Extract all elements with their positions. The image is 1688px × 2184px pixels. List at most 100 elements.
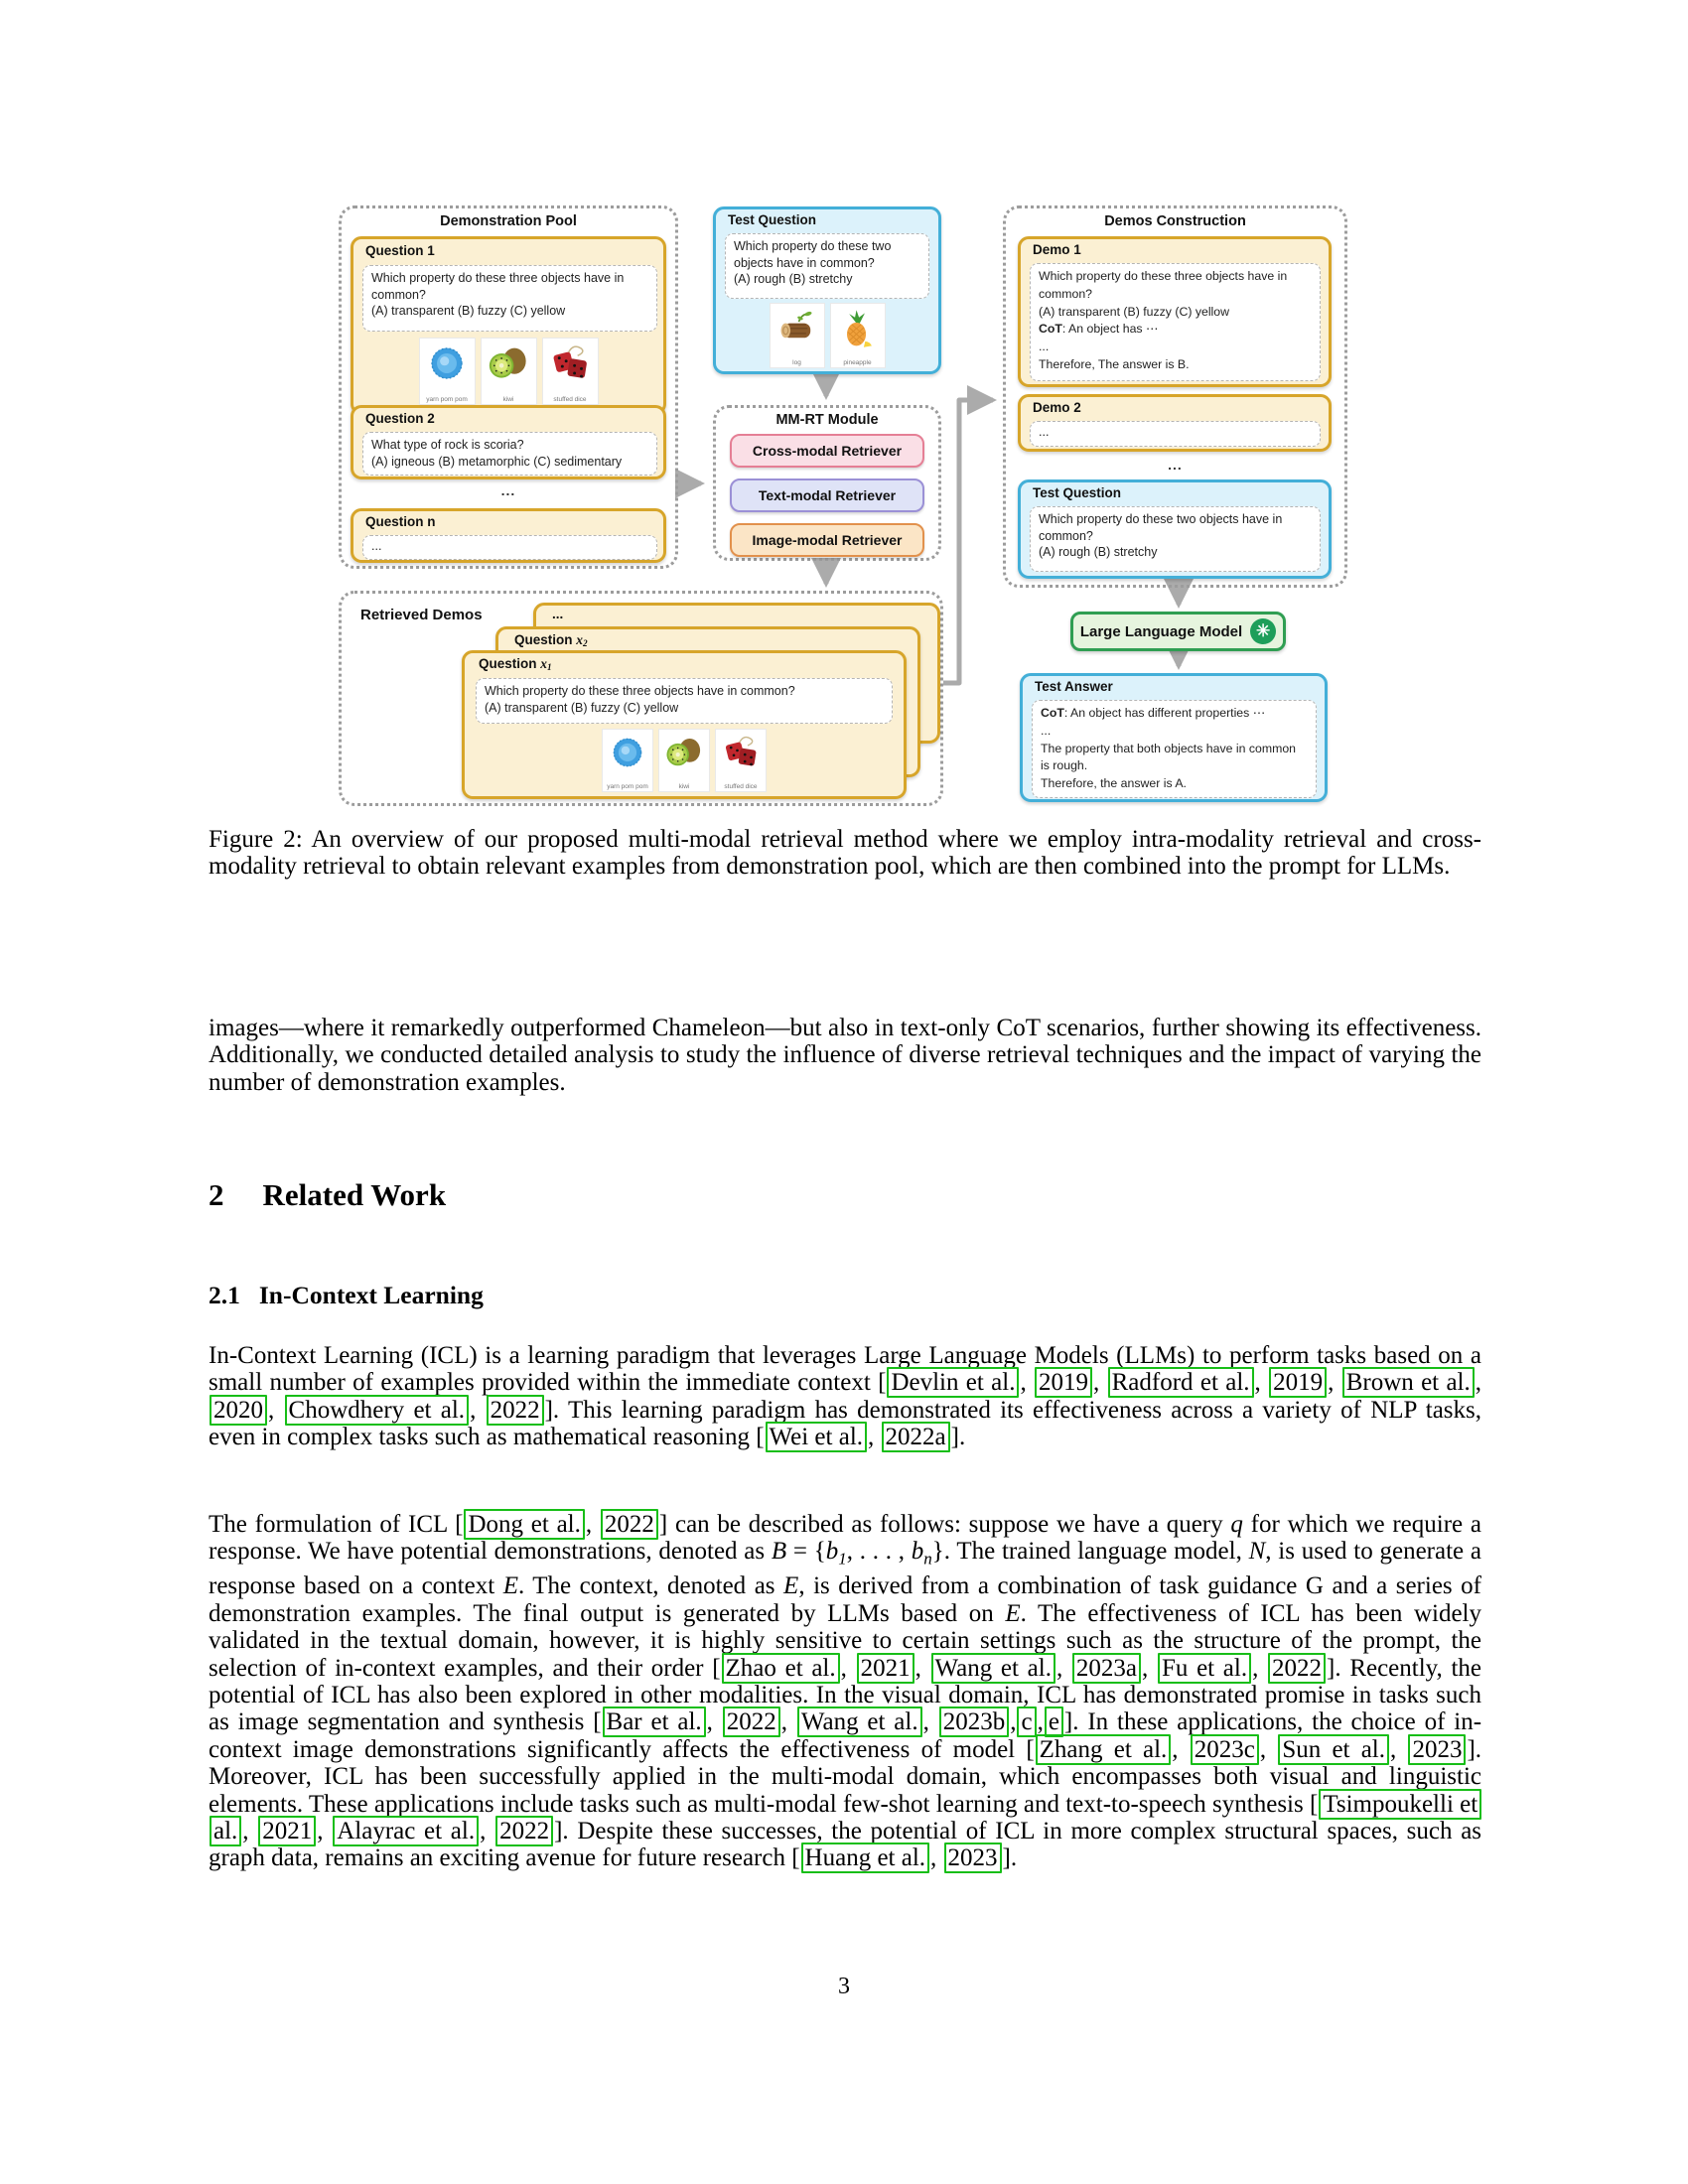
- text-segment: ,: [1389, 1735, 1408, 1763]
- text-segment: ,: [317, 1817, 333, 1844]
- text-line: (A) transparent (B) fuzzy (C) yellow: [1039, 304, 1312, 322]
- citation-link[interactable]: Radford et al.: [1107, 1367, 1254, 1399]
- text-segment: ,: [1142, 1654, 1157, 1682]
- demos-construction-title: Demos Construction: [1104, 213, 1246, 229]
- citation-link[interactable]: c: [1017, 1706, 1037, 1738]
- citation-link[interactable]: Bar et al.: [602, 1706, 706, 1738]
- question-2-card: Question 2 What type of rock is scoria? …: [351, 405, 666, 479]
- text-segment: ,: [930, 1844, 943, 1872]
- test-question-top-images: log pineapple: [716, 303, 938, 368]
- citation-link[interactable]: Wei et al.: [765, 1422, 868, 1453]
- text-segment: ,: [1037, 1708, 1044, 1736]
- figure-2-diagram: Demonstration Pool Question 1 Which prop…: [0, 0, 1688, 854]
- text-segment: images—where it remarkedly outperformed …: [209, 1015, 1481, 1096]
- question-1-card: Question 1 Which property do these three…: [351, 236, 666, 415]
- text-segment: Therefore, The answer is B.: [1039, 357, 1190, 372]
- image-card: stuffed dice: [541, 338, 599, 405]
- image-caption: stuffed dice: [553, 395, 587, 403]
- text-segment: ]. This learning paradigm has demonstrat…: [209, 1396, 1482, 1451]
- citation-link[interactable]: 2023c: [1190, 1733, 1259, 1765]
- citation-link[interactable]: 2021: [258, 1815, 317, 1846]
- text-segment: ...: [1039, 340, 1050, 354]
- citation-link[interactable]: Fu et al.: [1157, 1652, 1252, 1684]
- citation-link[interactable]: 2023a: [1071, 1652, 1142, 1684]
- citation-link[interactable]: Alayrac et al.: [333, 1815, 480, 1846]
- test-question-right-label: Test Question: [1033, 485, 1122, 500]
- text-segment: = {: [786, 1538, 826, 1566]
- text-segment: CoT: [1039, 322, 1062, 337]
- citation-link[interactable]: 2021: [856, 1652, 914, 1684]
- construction-ellipsis: ...: [1168, 457, 1183, 473]
- question-n-text: ...: [362, 535, 657, 560]
- citation-link[interactable]: Brown et al.: [1341, 1367, 1475, 1399]
- retrieved-card-front: Question x1 Which property do these thre…: [462, 650, 907, 799]
- text-segment: ].: [1002, 1844, 1018, 1872]
- citation-link[interactable]: Sun et al.: [1278, 1733, 1389, 1765]
- citation-link[interactable]: 2023: [1408, 1733, 1467, 1765]
- citation-link[interactable]: Tsimpoukelli et al.: [210, 1788, 1482, 1846]
- demo-2-text: ...: [1030, 421, 1321, 447]
- citation-link[interactable]: 2022: [495, 1815, 554, 1846]
- text-segment: ]. In these applications, the choice of …: [209, 1708, 1482, 1763]
- retrieved-back-label: ...: [552, 607, 564, 621]
- image-caption: yarn pom pom: [607, 782, 648, 790]
- text-segment: b: [825, 1538, 839, 1566]
- text-segment: ,: [1093, 1369, 1107, 1397]
- retrieved-front-label: Question x1: [479, 656, 552, 672]
- text-segment: , is used to generate a response based o…: [209, 1538, 1481, 1600]
- text-segment: x: [576, 632, 584, 647]
- citation-link[interactable]: 2022: [1268, 1652, 1327, 1684]
- text-segment: 1: [838, 1549, 847, 1569]
- demonstration-pool-panel: Demonstration Pool: [339, 205, 678, 569]
- citation-link[interactable]: Devlin et al.: [887, 1367, 1020, 1399]
- pineapple-icon: [836, 306, 880, 349]
- cross-modal-retriever-pill: Cross-modal Retriever: [730, 434, 924, 468]
- text-segment: 2: [583, 638, 588, 648]
- citation-link[interactable]: Zhang et al.: [1035, 1733, 1172, 1765]
- text-segment: , . . . ,: [846, 1538, 912, 1566]
- text-line: Therefore, the answer is A.: [1041, 775, 1308, 793]
- citation-link[interactable]: 2022: [722, 1706, 780, 1738]
- citation-link[interactable]: 2020: [210, 1394, 267, 1426]
- image-card: stuffed dice: [715, 729, 767, 792]
- demo-1-label: Demo 1: [1033, 242, 1081, 257]
- question-1-label: Question 1: [365, 243, 435, 258]
- text-segment: ]. Recently, the potential of ICL has al…: [209, 1654, 1482, 1736]
- citation-link[interactable]: Wang et al.: [796, 1706, 922, 1738]
- citation-link[interactable]: Zhao et al.: [721, 1652, 840, 1684]
- text-segment: ...: [1041, 723, 1052, 738]
- text-line: CoT: An object has different properties …: [1041, 705, 1308, 723]
- citation-link[interactable]: 2022: [486, 1394, 544, 1426]
- text-segment: ]. Despite these successes, the potentia…: [209, 1817, 1482, 1872]
- citation-link[interactable]: 2022: [600, 1509, 658, 1540]
- text-segment: CoT: [1041, 706, 1064, 720]
- section-number: 2: [209, 1177, 224, 1212]
- retrieved-demos-panel: Retrieved Demos: [339, 591, 943, 806]
- question-2-text: What type of rock is scoria? (A) igneous…: [362, 432, 657, 476]
- text-segment: ,: [1055, 1654, 1071, 1682]
- citation-link[interactable]: Dong et al.: [464, 1509, 585, 1540]
- citation-link[interactable]: 2019: [1269, 1367, 1328, 1399]
- paragraph-icl: In-Context Learning (ICL) is a learning …: [209, 1342, 1482, 1453]
- text-segment: }. The trained language model,: [931, 1538, 1249, 1566]
- retrieved-front-text: Which property do these three objects ha…: [476, 678, 893, 724]
- citation-link[interactable]: e: [1044, 1706, 1063, 1738]
- text-line: CoT: An object has ⋯: [1039, 321, 1312, 339]
- retrieved-front-images: yarn pom pom kiwi stuffed dice: [465, 729, 904, 792]
- citation-link[interactable]: 2023b: [938, 1706, 1010, 1738]
- citation-link[interactable]: 2023: [943, 1843, 1002, 1874]
- text-segment: The formulation of ICL [: [209, 1511, 464, 1538]
- citation-link[interactable]: 2019: [1035, 1367, 1093, 1399]
- citation-link[interactable]: Chowdhery et al.: [284, 1394, 470, 1426]
- citation-link[interactable]: Wang et al.: [930, 1652, 1055, 1684]
- text-segment: E: [502, 1572, 518, 1600]
- text-segment: ,: [922, 1708, 938, 1736]
- text-segment: ,: [780, 1708, 796, 1736]
- image-card: log: [769, 303, 825, 368]
- citation-link[interactable]: 2022a: [881, 1422, 950, 1453]
- test-question-top-text: Which property do these two objects have…: [725, 233, 929, 299]
- text-segment: (A) transparent (B) fuzzy (C) yellow: [1039, 304, 1230, 319]
- text-segment: ,: [914, 1654, 930, 1682]
- citation-link[interactable]: Huang et al.: [800, 1843, 930, 1874]
